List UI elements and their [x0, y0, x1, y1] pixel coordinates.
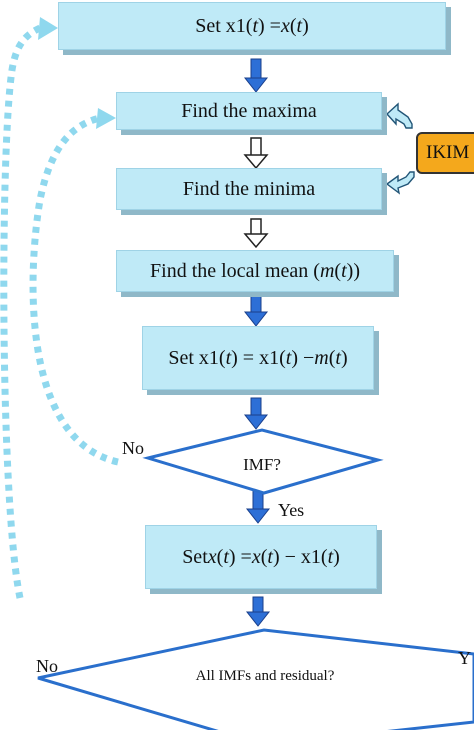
arrow-imf-yes [245, 489, 271, 524]
arrow-set-to-maxima [243, 58, 269, 93]
loop-arrowhead-inner [96, 108, 116, 129]
decision-imf-text: IMF? [243, 455, 281, 474]
step-update-x1: Set x1(t) = x1(t) − m(t) [142, 326, 374, 390]
decision-all-imfs-diamond [37, 628, 474, 730]
decision-imf-diamond [142, 428, 384, 495]
arrow-update-x-to-check [245, 596, 271, 627]
step-find-maxima: Find the maxima [116, 92, 382, 130]
decision-all-imfs-text: All IMFs and residual? [195, 668, 335, 684]
ikim-link-maxima [386, 102, 413, 129]
step-update-x: Set x(t) = x(t) − x1(t) [145, 525, 377, 589]
ikim-module: IKIM [416, 132, 474, 174]
label-all-no: No [36, 656, 58, 676]
loop-arrow-outer [0, 24, 42, 599]
step-set-x1: Set x1(t) = x(t) [58, 2, 446, 50]
arrow-maxima-to-minima [243, 137, 269, 170]
loop-arrowhead-outer [38, 17, 58, 40]
arrow-mean-to-update [243, 294, 269, 327]
ikim-link-minima [385, 171, 415, 195]
loop-arrow-inner [29, 114, 119, 466]
step-find-minima: Find the minima [116, 168, 382, 210]
arrow-update-to-imf [243, 397, 269, 430]
label-imf-yes: Yes [278, 500, 305, 520]
label-all-yes: Y [458, 648, 471, 668]
arrow-minima-to-mean [243, 218, 269, 249]
step-find-local-mean: Find the local mean (m(t)) [116, 250, 394, 292]
label-imf-no: No [122, 438, 144, 458]
